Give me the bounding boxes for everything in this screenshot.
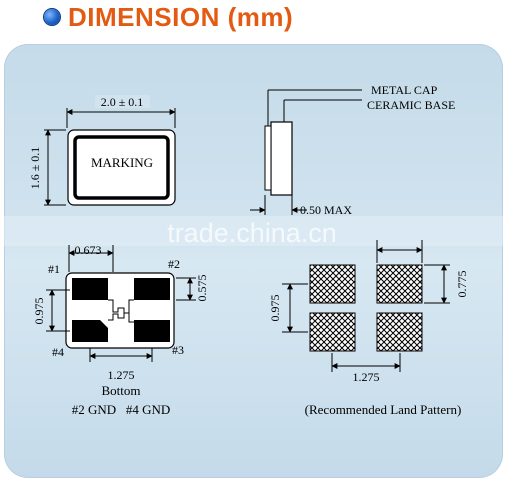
land-pad-height-label: 0.775: [455, 271, 469, 298]
land-pitch-horizontal-label: 1.275: [353, 370, 380, 384]
land-pad-2: [376, 264, 423, 304]
land-pad-3: [376, 312, 423, 352]
metal-cap-label: METAL CAP: [371, 83, 438, 97]
metal-cap: [264, 125, 272, 191]
bottom-caption: Bottom: [101, 383, 140, 398]
ceramic-base-label: CERAMIC BASE: [367, 98, 455, 112]
dimension-panel: [4, 44, 503, 478]
pad-3: [134, 320, 170, 342]
pad-4: [72, 320, 108, 342]
land-pitch-vertical-label: 0.975: [268, 295, 282, 322]
land-pattern: 0.775 0.975 1.275 (Recommended Land Patt…: [268, 240, 469, 417]
bottom-view: 0.673 #1 #2 #3 #4 0.975 0.575 1.275 Bott…: [32, 243, 209, 417]
ceramic-base: [270, 121, 293, 196]
top-width-label: 2.0 ± 0.1: [101, 95, 144, 109]
land-pad-1: [309, 264, 356, 304]
bottom-pad-height-label: 0.575: [195, 275, 209, 302]
top-height-label: 1.6 ± 0.1: [28, 147, 42, 190]
pin1-label: #1: [48, 262, 60, 276]
pin2-label: #2: [168, 257, 180, 271]
package-inner-frame: [73, 135, 170, 200]
bottom-pitch-vertical-label: 0.975: [32, 298, 46, 325]
pin3-label: #3: [172, 343, 184, 357]
watermark-text: trade.china.cn: [167, 218, 337, 248]
max-height-label: 0.50 MAX: [300, 203, 352, 217]
pad-offset-label: 0.673: [75, 243, 102, 257]
pin4-label: #4: [52, 345, 64, 359]
top-view: 2.0 ± 0.1 1.6 ± 0.1 MARKING: [28, 95, 176, 206]
section-header: DIMENSION (mm): [44, 2, 293, 32]
marking-label: MARKING: [91, 155, 153, 170]
bottom-pitch-horizontal-label: 1.275: [108, 368, 135, 382]
bullet-icon: [44, 9, 60, 25]
land-pattern-caption: (Recommended Land Pattern): [305, 402, 462, 417]
land-pad-4: [309, 312, 356, 352]
side-view: METAL CAP CERAMIC BASE 0.50 MAX: [250, 83, 455, 217]
section-title: DIMENSION (mm): [68, 1, 294, 32]
gnd-note: #2 GND #4 GND: [72, 402, 171, 417]
pad-1: [72, 278, 108, 300]
pad-2: [134, 278, 170, 300]
